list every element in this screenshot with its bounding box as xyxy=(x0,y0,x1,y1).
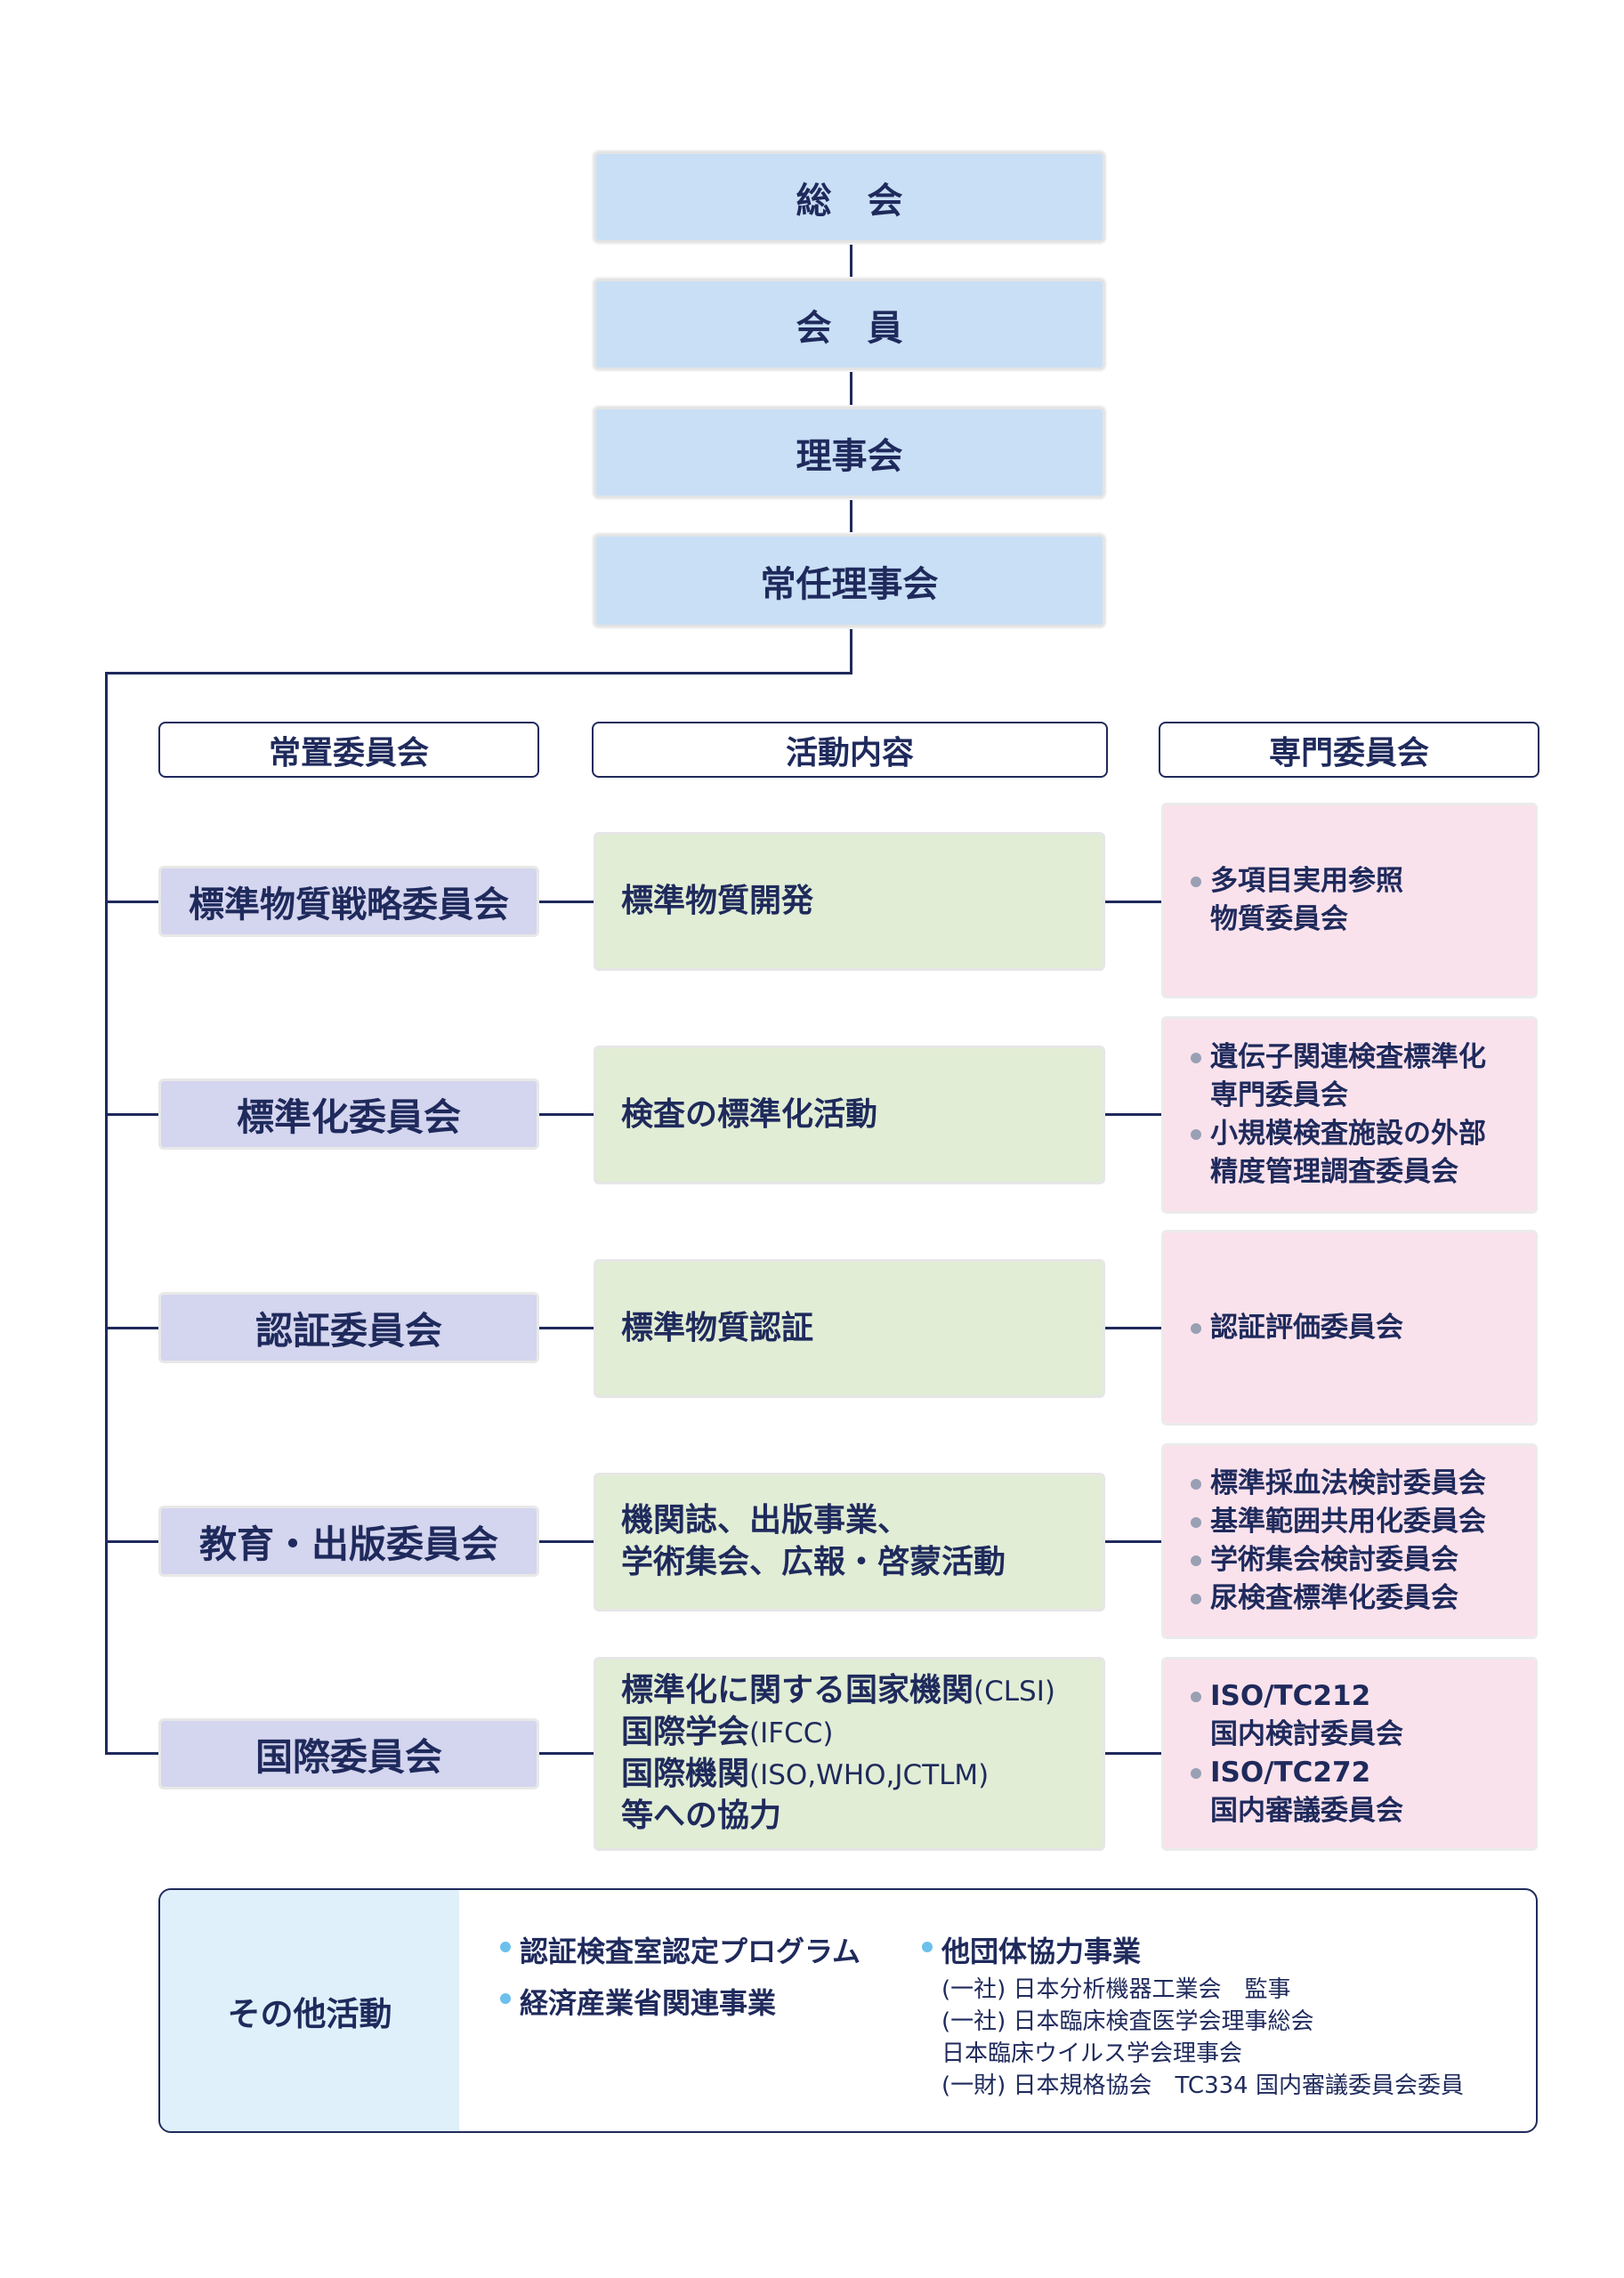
expert-committee-item: 認証評価委員会 xyxy=(1191,1309,1535,1347)
expert-committee-item: 遺伝子関連検査標準化 専門委員会 xyxy=(1191,1038,1535,1115)
link-line xyxy=(1103,1752,1161,1755)
other-activities-panel: その他活動 認証検査室認定プログラム 経済産業省関連事業 他団体協力事業 (一社… xyxy=(158,1888,1538,2133)
standing-committee-box: 認証委員会 xyxy=(158,1292,539,1363)
branch-line xyxy=(105,1752,158,1755)
activity-box: 機関誌、出版事業、 学術集会、広報・啓蒙活動 xyxy=(594,1473,1105,1612)
expert-committee-item: ISO/TC272 国内審議委員会 xyxy=(1191,1754,1535,1830)
cooperation-entry: 日本臨床ウイルス学会理事会 xyxy=(941,2040,1243,2067)
branch-line xyxy=(105,1327,158,1329)
link-line xyxy=(538,1327,594,1329)
members-box: 会員 xyxy=(594,279,1105,370)
expert-committee-box: ISO/TC212 国内検討委員会 ISO/TC272 国内審議委員会 xyxy=(1161,1657,1538,1851)
activity-text: 標準物質開発 xyxy=(621,882,814,919)
activity-text: 機関誌、出版事業、 xyxy=(621,1502,910,1539)
header-standing-label: 常置委員会 xyxy=(268,734,429,771)
branch-line xyxy=(105,1540,158,1543)
expert-committee-item: 基準範囲共用化委員会 xyxy=(1191,1503,1535,1541)
activity-text: 標準物質認証 xyxy=(621,1309,814,1346)
header-expert-committees: 専門委員会 xyxy=(1159,722,1539,778)
activity-line: 国際機関(ISO,WHO,JCTLM) xyxy=(621,1756,990,1792)
connector-line xyxy=(850,370,852,406)
cooperation-entry: (一社) 日本分析機器工業会 監事 xyxy=(941,1976,1291,2003)
standing-committee-label: 認証委員会 xyxy=(255,1308,442,1353)
link-line xyxy=(1103,1327,1161,1329)
general-meeting-label: 総会 xyxy=(796,180,939,222)
header-expert-label: 専門委員会 xyxy=(1268,734,1429,771)
general-meeting-box: 総会 xyxy=(594,151,1105,243)
standing-committee-label: 標準化委員会 xyxy=(236,1095,461,1139)
standing-committee-label: 教育・出版委員会 xyxy=(198,1522,498,1566)
activity-line: 国際学会(IFCC) xyxy=(621,1714,834,1751)
other-activity-item: 認証検査室認定プログラム xyxy=(500,1929,860,1970)
link-line xyxy=(1103,901,1161,903)
executive-board-label: 常任理事会 xyxy=(760,563,939,605)
other-activity-item: 他団体協力事業 xyxy=(922,1929,1141,1970)
header-standing-committees: 常置委員会 xyxy=(158,722,539,778)
activity-box: 標準物質開発 xyxy=(594,832,1105,971)
activity-box: 標準化に関する国家機関(CLSI) 国際学会(IFCC) 国際機関(ISO,WH… xyxy=(594,1657,1105,1851)
activity-line: 等への協力 xyxy=(621,1797,782,1834)
activity-line: 標準化に関する国家機関(CLSI) xyxy=(621,1672,1055,1709)
expert-committee-item: 尿検査標準化委員会 xyxy=(1191,1579,1535,1618)
branch-line xyxy=(105,901,158,903)
branch-line xyxy=(105,1113,158,1116)
trunk-line xyxy=(105,672,108,1754)
standing-committee-label: 国際委員会 xyxy=(255,1734,442,1779)
board-box: 理事会 xyxy=(594,407,1105,498)
other-activities-title: その他活動 xyxy=(160,1890,459,2131)
cooperation-entry: (一社) 日本臨床検査医学会理事総会 xyxy=(941,2008,1314,2035)
activity-text: 検査の標準化活動 xyxy=(621,1095,878,1133)
expert-committee-item: 標準採血法検討委員会 xyxy=(1191,1465,1535,1503)
standing-committee-box: 教育・出版委員会 xyxy=(158,1506,539,1577)
expert-committee-box: 遺伝子関連検査標準化 専門委員会 小規模検査施設の外部 精度管理調査委員会 xyxy=(1161,1016,1538,1214)
header-activities-label: 活動内容 xyxy=(785,734,914,771)
executive-board-box: 常任理事会 xyxy=(594,534,1105,627)
header-activities: 活動内容 xyxy=(592,722,1108,778)
link-line xyxy=(538,1540,594,1543)
link-line xyxy=(538,1752,594,1755)
activity-box: 検査の標準化活動 xyxy=(594,1046,1105,1184)
connector-line xyxy=(850,498,852,534)
expert-committee-box: 標準採血法検討委員会 基準範囲共用化委員会 学術集会検討委員会 尿検査標準化委員… xyxy=(1161,1443,1538,1639)
expert-committee-item: 小規模検査施設の外部 精度管理調査委員会 xyxy=(1191,1115,1535,1192)
link-line xyxy=(1103,1540,1161,1543)
expert-committee-box: 認証評価委員会 xyxy=(1161,1230,1538,1426)
board-label: 理事会 xyxy=(796,435,903,477)
standing-committee-box: 国際委員会 xyxy=(158,1718,539,1789)
connector-line xyxy=(105,672,852,675)
link-line xyxy=(538,1113,594,1116)
connector-line xyxy=(850,243,852,279)
activity-text: 学術集会、広報・啓蒙活動 xyxy=(621,1544,1006,1580)
expert-committee-item: 学術集会検討委員会 xyxy=(1191,1541,1535,1579)
link-line xyxy=(538,901,594,903)
cooperation-entry: (一財) 日本規格協会 TC334 国内審議委員会委員 xyxy=(941,2072,1464,2099)
standing-committee-box: 標準化委員会 xyxy=(158,1078,539,1150)
members-label: 会員 xyxy=(796,307,939,349)
standing-committee-box: 標準物質戦略委員会 xyxy=(158,866,539,937)
link-line xyxy=(1103,1113,1161,1116)
expert-committee-box: 多項目実用参照 物質委員会 xyxy=(1161,803,1538,998)
connector-line xyxy=(850,627,852,674)
expert-committee-item: 多項目実用参照 物質委員会 xyxy=(1191,862,1535,939)
activity-box: 標準物質認証 xyxy=(594,1259,1105,1398)
standing-committee-label: 標準物質戦略委員会 xyxy=(189,885,509,925)
other-activity-item: 経済産業省関連事業 xyxy=(500,1981,776,2022)
expert-committee-item: ISO/TC212 国内検討委員会 xyxy=(1191,1677,1535,1754)
